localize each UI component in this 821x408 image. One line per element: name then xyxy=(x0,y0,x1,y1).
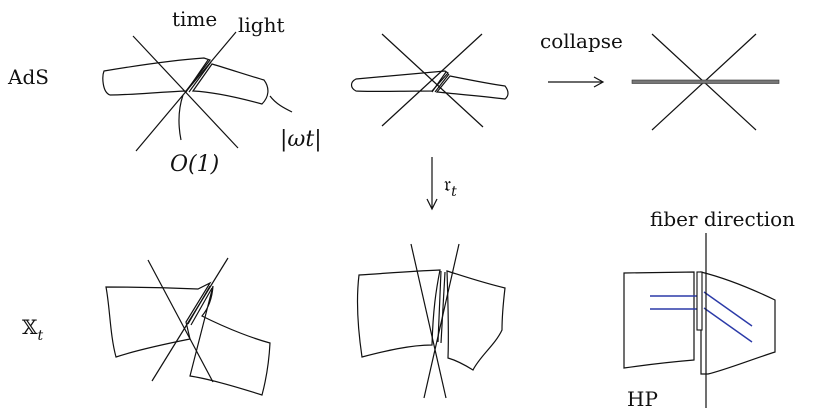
collapsed-slab xyxy=(631,79,780,84)
xt1-cross-b xyxy=(151,257,229,382)
hp-slab-left xyxy=(623,271,695,369)
hp-fiber-line-4 xyxy=(703,307,753,343)
o1-label: O(1) xyxy=(170,152,219,177)
omega-t-leader xyxy=(269,95,293,113)
row-label-xt: 𝕏t xyxy=(22,315,44,344)
rt-symbol: 𝔯 xyxy=(444,172,451,196)
collapse-arrow xyxy=(548,76,605,88)
ads2-cross-b xyxy=(381,33,483,127)
hp-fiber-line-3 xyxy=(703,291,753,327)
hp-thin-wedge xyxy=(696,271,703,331)
xt2-slab-right xyxy=(446,270,506,371)
rt-arrow xyxy=(426,157,438,211)
time-label: time xyxy=(172,7,217,31)
xt2-thin-wedge-1 xyxy=(437,270,442,343)
rt-subscript: t xyxy=(451,184,457,200)
fiber-direction-label: fiber direction xyxy=(650,207,795,231)
xt-symbol: 𝕏 xyxy=(22,315,38,339)
xt-panel-2 xyxy=(356,243,506,399)
xt-subscript: t xyxy=(38,328,44,344)
omega-t-label: |ωt| xyxy=(280,127,322,152)
xt1-cross-a xyxy=(147,259,214,383)
xt2-slab-left xyxy=(356,269,441,358)
time-line xyxy=(132,35,239,149)
ads2-thin-wedge-2 xyxy=(434,73,450,93)
light-line xyxy=(135,31,237,152)
xt1-slab-right xyxy=(189,285,271,396)
ads2-thin-wedge-1 xyxy=(431,71,447,93)
ads-slab-right xyxy=(191,63,269,105)
xt1-thin-wedge-2 xyxy=(190,287,213,326)
ads2-cross-a xyxy=(381,33,484,128)
collapse-label: collapse xyxy=(540,29,623,53)
ads-panel-collapsed xyxy=(631,33,780,131)
ads-slab-left xyxy=(102,57,211,96)
xt2-thin-wedge-2 xyxy=(440,271,446,344)
ads2-slab-left xyxy=(350,70,449,93)
xt1-slab-left xyxy=(105,281,212,358)
ads2-slab-right xyxy=(435,75,509,100)
hp-panel xyxy=(623,233,776,408)
xt-panel-1 xyxy=(105,257,271,396)
hp-label: HP xyxy=(627,387,658,408)
row-label-ads: AdS xyxy=(7,65,49,89)
light-label: light xyxy=(238,13,285,37)
hp-slab-right xyxy=(700,271,776,375)
xt2-cross-a xyxy=(410,243,447,399)
rt-label: 𝔯t xyxy=(444,172,457,200)
xt2-cross-b xyxy=(423,243,460,399)
ads-panel-1 xyxy=(102,31,293,152)
o1-leader xyxy=(178,94,184,141)
ads-panel-2 xyxy=(350,33,509,128)
